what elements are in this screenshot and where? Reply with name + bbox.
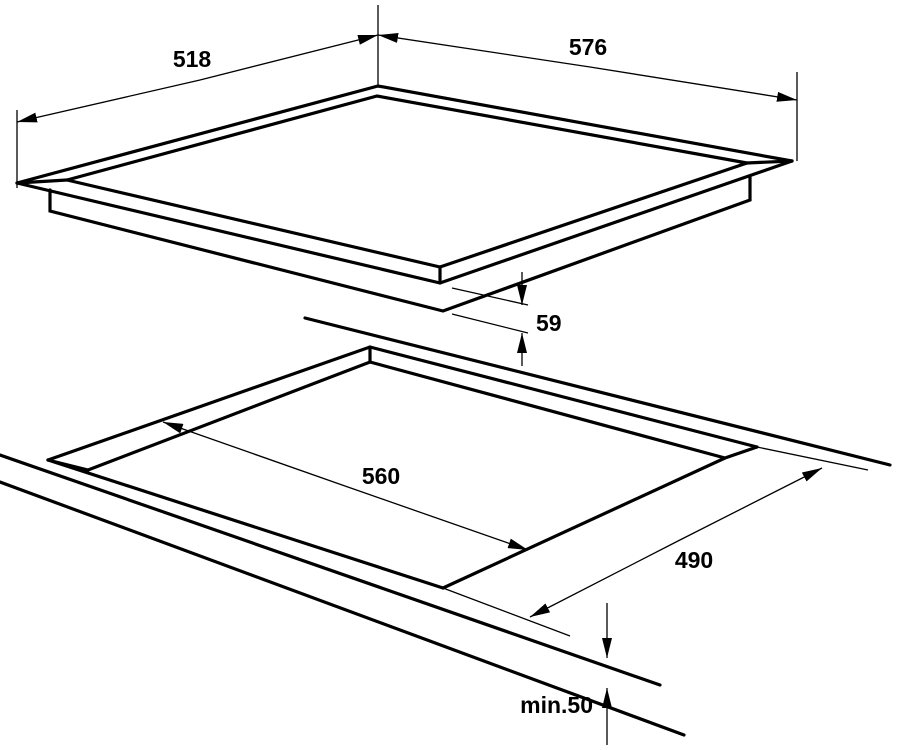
dimension-hob-height: 59 (451, 272, 562, 366)
label-hob-width: 576 (569, 34, 607, 60)
hob-drawing (15, 84, 794, 313)
label-cutout-width: 560 (362, 463, 400, 489)
dimension-cutout-width: 560 (162, 421, 529, 551)
worktop-cutout-drawing (0, 316, 892, 737)
label-worktop-thickness: min.50 (520, 692, 593, 718)
label-hob-depth: 518 (173, 46, 212, 72)
label-hob-height: 59 (536, 310, 562, 336)
dimension-hob-depth: 518 (16, 5, 379, 188)
dimension-worktop-thickness: min.50 (520, 603, 612, 745)
dimension-hob-width: 576 (377, 33, 798, 161)
dimension-cutout-depth: 490 (529, 467, 823, 618)
label-cutout-depth: 490 (675, 547, 713, 573)
